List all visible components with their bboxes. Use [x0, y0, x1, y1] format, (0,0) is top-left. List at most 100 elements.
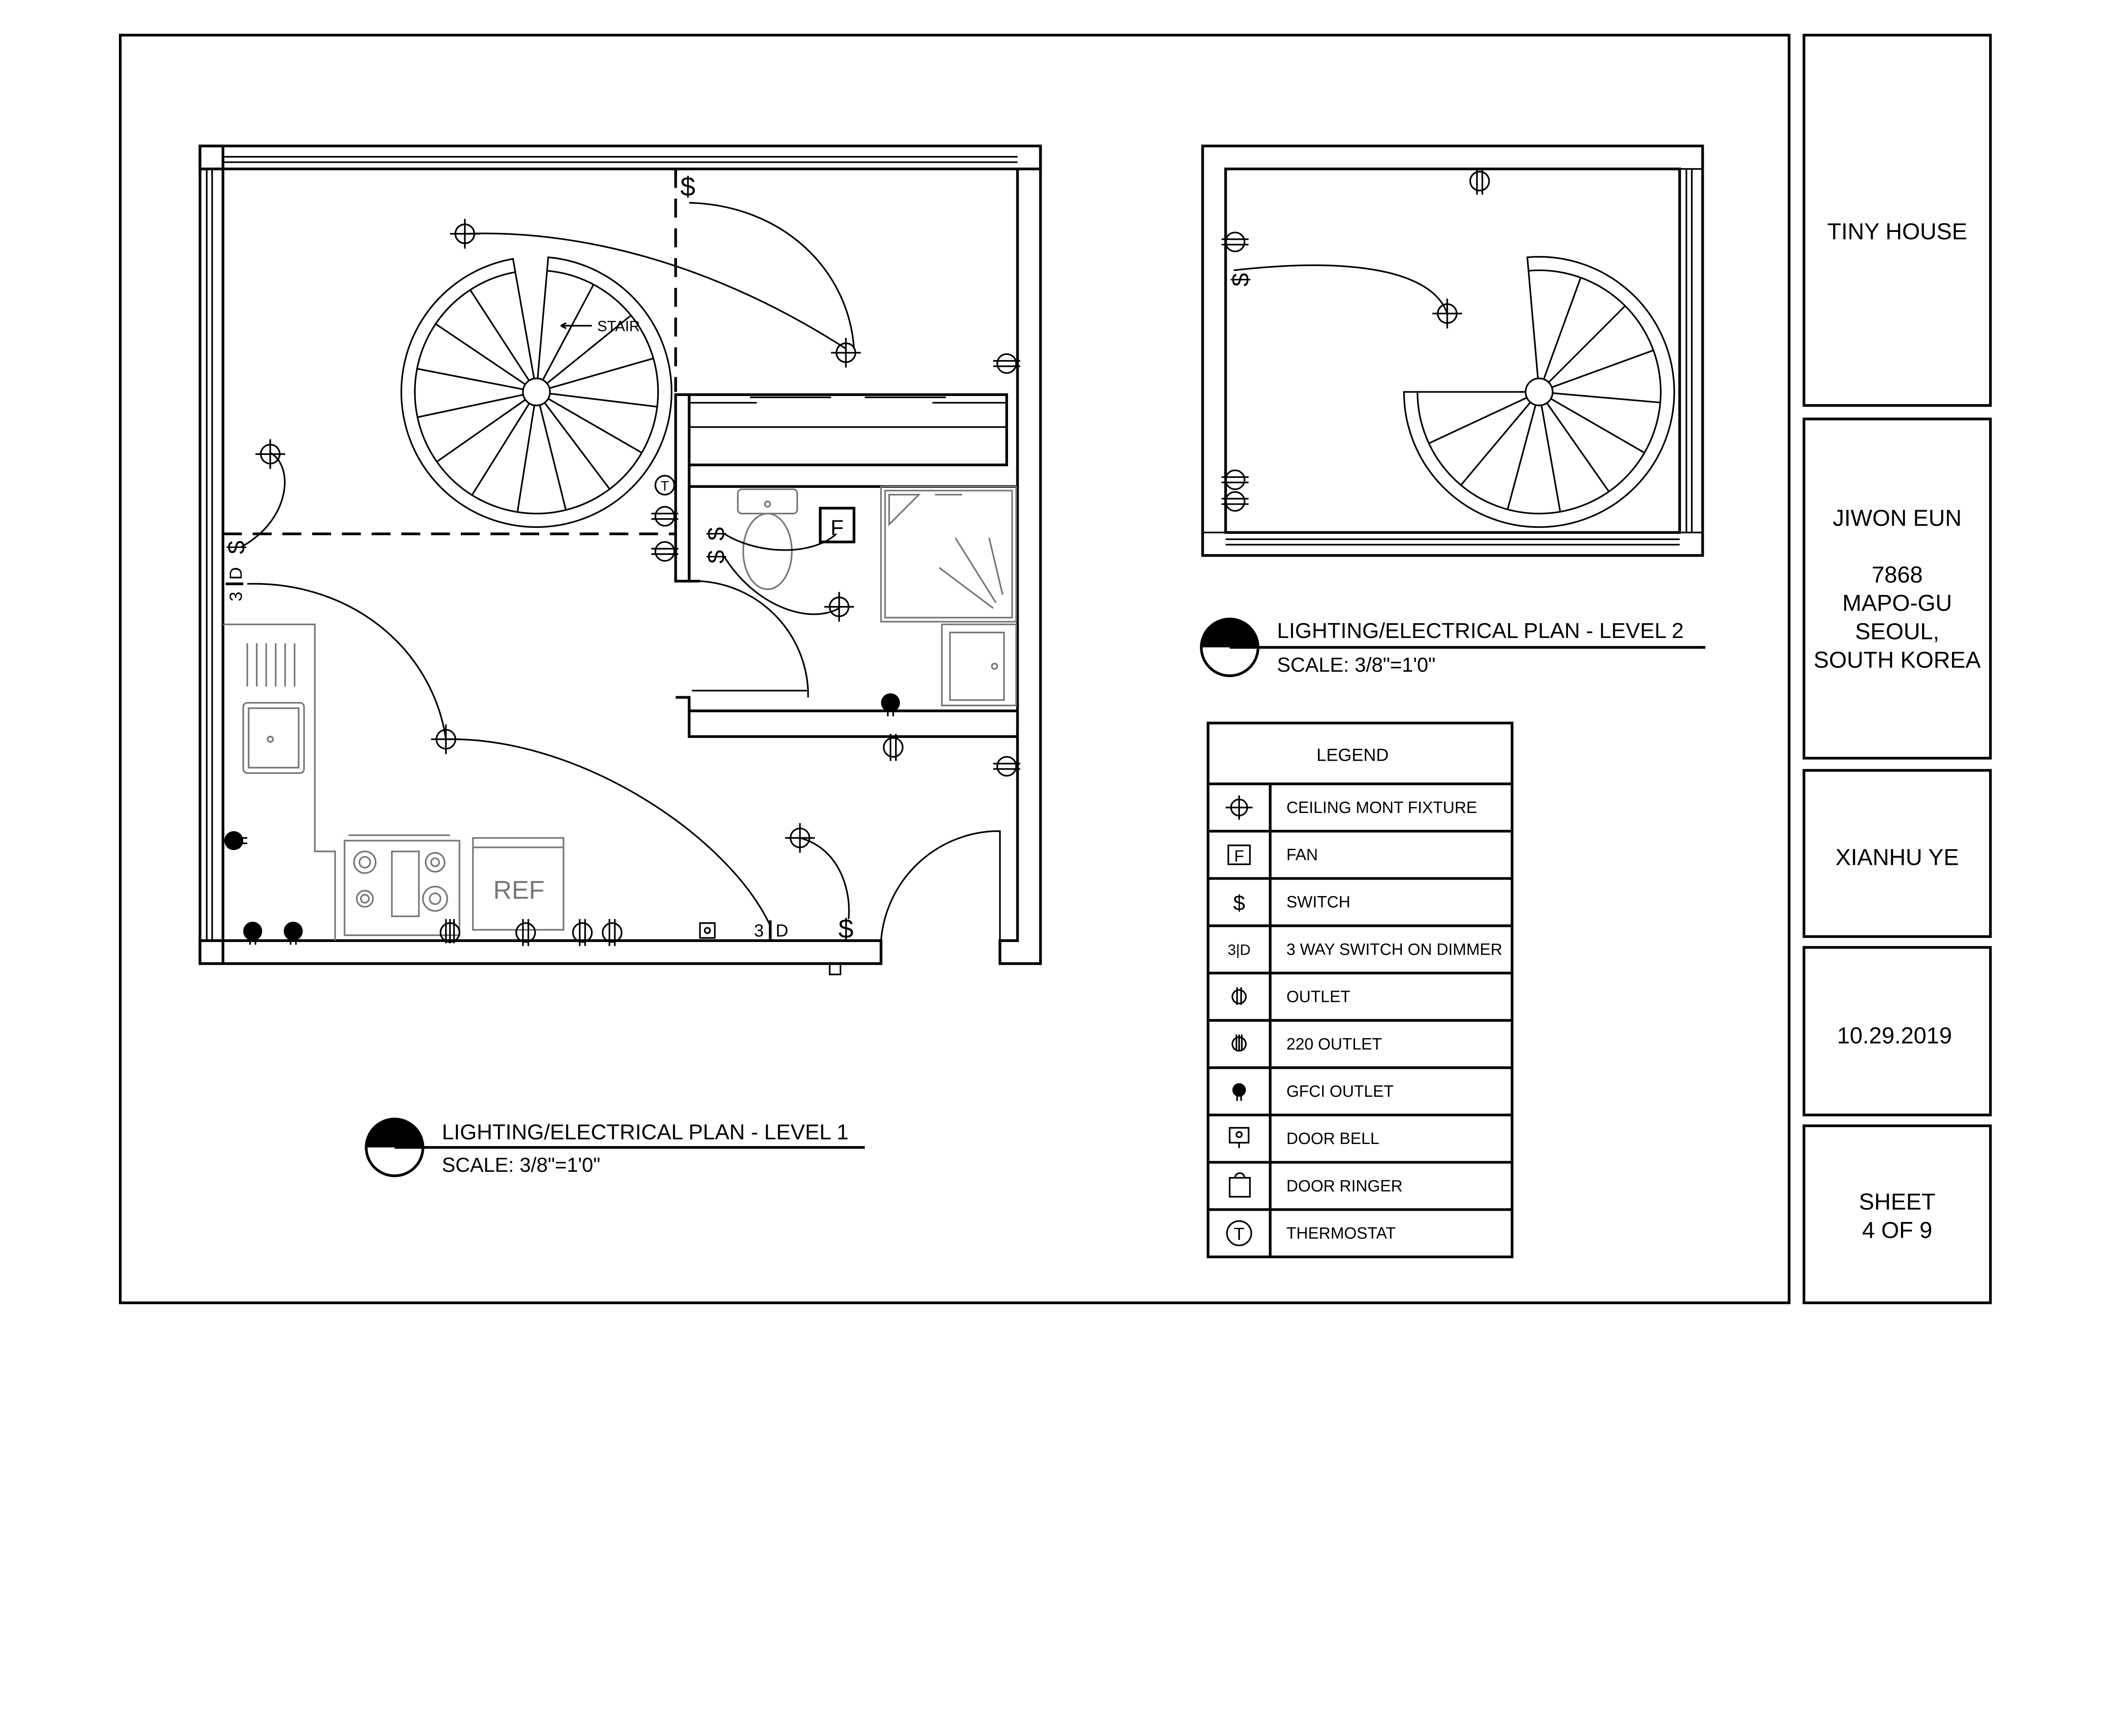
- switch-icon: $: [1227, 273, 1254, 286]
- stair-tread: [1543, 277, 1582, 380]
- stair-tread: [549, 358, 654, 389]
- ceiling-fixture-icon: [784, 822, 816, 854]
- legend-label: 3 WAY SWITCH ON DIMMER: [1286, 940, 1502, 958]
- stair-tread: [469, 289, 530, 381]
- ceiling-fixture-icon: [823, 591, 855, 623]
- arrow-icon: [560, 322, 592, 329]
- legend-label: THERMOSTAT: [1286, 1224, 1395, 1242]
- sheet-number: 4 OF 9: [1862, 1217, 1932, 1243]
- gfci-outlet-icon: [223, 830, 248, 851]
- dimmer-label: D: [226, 567, 246, 580]
- legend-label: DOOR BELL: [1286, 1130, 1379, 1148]
- thermostat-icon: [654, 475, 675, 495]
- gfci-outlet-icon: [1232, 1083, 1246, 1101]
- stair-tread: [546, 315, 632, 384]
- circuit-wire: [723, 533, 837, 551]
- stair-tread: [1460, 401, 1531, 486]
- ceiling-fixture-icon: [1226, 795, 1253, 820]
- stair-tread: [1548, 305, 1626, 383]
- stair-tread: [514, 272, 535, 379]
- address-line: 7868: [1871, 562, 1922, 587]
- stair-tread: [1541, 405, 1561, 512]
- switch-icon: $: [223, 541, 250, 554]
- kitchen-counter: [223, 623, 336, 941]
- dimmer-label: D: [776, 920, 788, 940]
- door-ringer-icon: [1229, 1172, 1251, 1198]
- stair-post: [522, 377, 551, 406]
- legend-label: SWITCH: [1286, 893, 1350, 911]
- three-way-label: 3: [226, 592, 246, 601]
- thermostat-glyph: T: [1234, 1224, 1244, 1244]
- plan-level-1-title: LIGHTING/ELECTRICAL PLAN - LEVEL 1 SCALE…: [365, 1117, 865, 1177]
- door-ringer-icon: [829, 963, 842, 975]
- stair-tread: [417, 368, 524, 390]
- legend-label: CEILING MONT FIXTURE: [1286, 799, 1477, 817]
- stair-rail: [1403, 256, 1675, 528]
- shower: [880, 485, 1017, 623]
- circuit-wire: [723, 556, 840, 615]
- stair-tread: [539, 405, 567, 510]
- address-line: MAPO-GU: [1842, 590, 1952, 616]
- wall: [199, 939, 882, 965]
- drawing-sheet: TINY HOUSE JIWON EUN 7868 MAPO-GU SEOUL,…: [119, 34, 1992, 1304]
- three-way-label: 3: [754, 920, 764, 940]
- stair-tread: [542, 284, 594, 381]
- plan-level-1: STAIR F: [199, 144, 1042, 975]
- fan-glyph: F: [1234, 847, 1244, 865]
- three-way-dimmer-glyph: 3|D: [1228, 942, 1250, 958]
- bath-sink: [941, 623, 1017, 706]
- stair-tread: [471, 403, 530, 496]
- address-line: SOUTH KOREA: [1814, 647, 1981, 673]
- plan-title: LIGHTING/ELECTRICAL PLAN - LEVEL 1: [442, 1120, 849, 1144]
- legend-table: LEGEND CEILING MONT FIXTURE FAN F SWITCH $3 …: [1207, 721, 1514, 1258]
- stair-label: STAIR: [597, 318, 640, 334]
- stair-tread: [550, 393, 657, 408]
- spiral-stair: [1403, 256, 1675, 528]
- range: [344, 834, 460, 936]
- legend-title: LEGEND: [1317, 745, 1389, 764]
- drafter-name: XIANHU YE: [1836, 844, 1959, 870]
- gfci-outlet-icon: [880, 692, 901, 717]
- refrigerator: [472, 837, 565, 931]
- stair-tread: [516, 405, 535, 512]
- plan-level-2: $: [1201, 144, 1704, 557]
- plan-title: LIGHTING/ELECTRICAL PLAN - LEVEL 2: [1277, 619, 1684, 643]
- ceiling-fixture-icon: [449, 218, 481, 250]
- stair-tread: [1551, 350, 1654, 388]
- entry-door-swing: [880, 830, 993, 941]
- title-block: TINY HOUSE JIWON EUN 7868 MAPO-GU SEOUL,…: [1802, 34, 1992, 1304]
- switch-icon: $: [703, 550, 730, 563]
- fan-icon: F: [1227, 844, 1251, 865]
- address-line: SEOUL,: [1855, 619, 1939, 644]
- thermostat-icon: T: [1226, 1220, 1252, 1246]
- bath-door-swing: [700, 580, 809, 691]
- legend-label: FAN: [1286, 846, 1318, 864]
- stair-tread: [544, 402, 610, 490]
- door-bell-icon: [1229, 1127, 1250, 1148]
- stair-tread: [1428, 397, 1527, 444]
- circuit-wire: [247, 583, 447, 740]
- stair-tread: [435, 323, 526, 385]
- date: 10.29.2019: [1837, 1023, 1952, 1048]
- switch-icon: $: [680, 172, 696, 202]
- switch-icon: $: [839, 913, 854, 944]
- circuit-wire: [465, 232, 847, 350]
- circuit-wire: [689, 202, 855, 349]
- three-way-dimmer-icon: 3|D: [1228, 942, 1250, 958]
- designer-name: JIWON EUN: [1833, 505, 1962, 531]
- plan-level-2-title: LIGHTING/ELECTRICAL PLAN - LEVEL 2 SCALE…: [1200, 617, 1705, 677]
- plan-scale: SCALE: 3/8"=1'0": [442, 1154, 600, 1176]
- outlet-icon: [1231, 987, 1247, 1005]
- closet-wall: [689, 393, 1008, 466]
- legend-label: GFCI OUTLET: [1286, 1082, 1393, 1101]
- ceiling-fixture-icon: [1431, 298, 1463, 329]
- outlet-220-icon: [439, 918, 460, 945]
- stair-tread: [548, 398, 643, 454]
- fan-label: F: [831, 516, 844, 540]
- stair-tread: [1507, 404, 1537, 510]
- switch-glyph: $: [1233, 891, 1245, 915]
- circuit-wire: [1234, 264, 1448, 314]
- wall: [998, 146, 1042, 965]
- sheet-label: SHEET: [1859, 1189, 1936, 1215]
- refrigerator-label: REF: [493, 875, 545, 904]
